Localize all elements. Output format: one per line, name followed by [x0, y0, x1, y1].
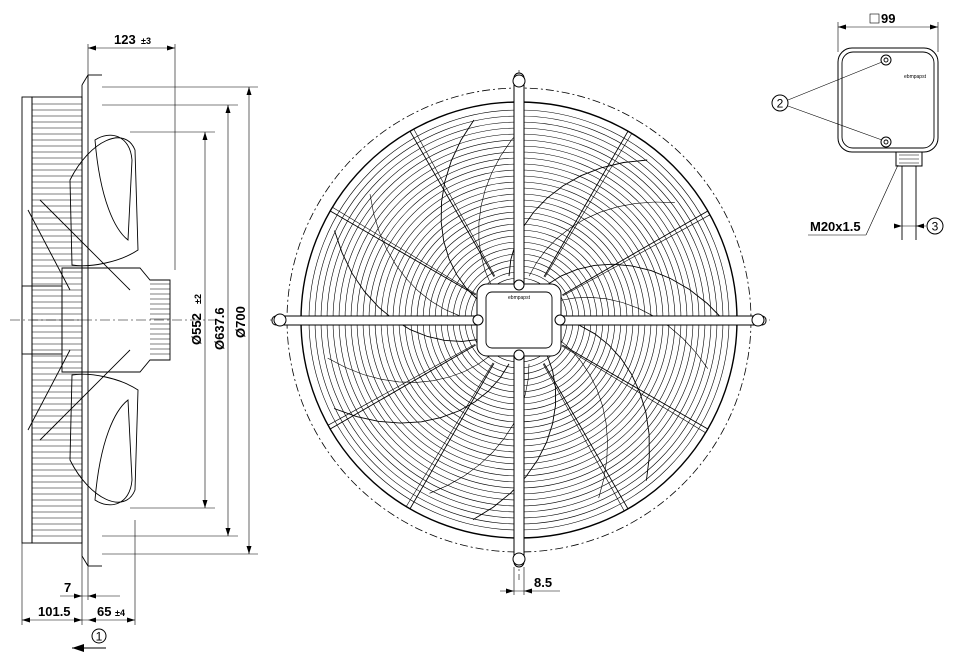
- hub-logo: ebmpapst: [508, 295, 531, 301]
- hub-screw-top: [513, 279, 525, 291]
- hub-screw-right: [554, 314, 566, 326]
- guard-spoke: [329, 344, 476, 430]
- guard-spoke: [562, 210, 709, 296]
- blade-edge: [440, 119, 479, 301]
- dim-637: Ø637.6: [212, 307, 227, 350]
- mount-hole-right: [751, 313, 765, 327]
- blade-edge: [563, 319, 650, 481]
- motor-fins: [150, 283, 170, 355]
- mount-hole-left: [273, 313, 287, 327]
- callout-3-circle: [926, 217, 944, 235]
- mount-hole-bottom: [512, 552, 526, 566]
- blade-lower: [69, 373, 139, 503]
- callout-3: 3: [932, 220, 939, 234]
- blade-edge: [333, 363, 510, 424]
- blade-trailing-edge: [559, 296, 709, 369]
- side-view: 123 ±3 Ø552 ±2 Ø637.6 Ø700 7: [10, 32, 258, 652]
- front-view: ebmpapst 8.5: [270, 70, 770, 595]
- dim-552: Ø552: [189, 313, 204, 345]
- guard-spoke: [409, 130, 495, 277]
- box-screw-bottom: [880, 136, 892, 148]
- blade-trailing-edge: [478, 124, 525, 285]
- blade-trailing-edge: [369, 194, 475, 321]
- box-logo: ebmpapst: [904, 74, 927, 80]
- blade-trailing-edge: [528, 201, 675, 277]
- dim-8-5: 8.5: [534, 575, 552, 590]
- dim-65-tol: ±4: [115, 608, 125, 618]
- gland-label: M20x1.5: [810, 219, 861, 234]
- callout-1-circle: [91, 628, 107, 644]
- guard-spoke: [562, 344, 709, 430]
- guard-spoke-edge: [544, 133, 633, 278]
- guard-spoke-edge: [562, 214, 711, 297]
- guard-ribs: [32, 103, 82, 537]
- guard-spoke-edge: [332, 206, 477, 295]
- callout-2-circle: [771, 94, 789, 112]
- guard-spoke-edge: [413, 128, 496, 277]
- blade-trailing-edge: [559, 339, 608, 499]
- guard-spoke-edge: [561, 345, 706, 434]
- guard-spoke-edge: [405, 362, 494, 507]
- blade-upper-inner: [94, 134, 133, 241]
- dim-700: Ø700: [233, 306, 248, 338]
- dim-123-tol: ±3: [141, 36, 151, 46]
- blade-trailing-edge: [327, 354, 492, 383]
- blade-edge: [546, 263, 725, 321]
- terminal-box-view: 99 ebmpapst 2 3 M20x1.5: [771, 11, 944, 240]
- guard-spoke: [543, 363, 629, 510]
- dim-99: 99: [881, 11, 895, 26]
- box-screw-top: [880, 54, 892, 66]
- callout-1: 1: [96, 630, 103, 644]
- motor-rotor: [61, 267, 171, 373]
- guard-spoke-edge: [542, 363, 625, 512]
- dim-101: 101.5: [38, 604, 71, 619]
- guard-spoke: [329, 210, 476, 296]
- callout-2: 2: [777, 97, 784, 111]
- dim-552-tol: ±2: [193, 294, 203, 304]
- dim-7: 7: [64, 580, 71, 595]
- blade-trailing-edge: [429, 363, 530, 494]
- guard-spoke: [409, 363, 495, 510]
- guard-spoke: [543, 130, 629, 277]
- blade-lower-inner: [94, 399, 133, 506]
- guard-spokes: [327, 128, 711, 512]
- blade-upper: [69, 137, 139, 267]
- hub-screw-left: [472, 314, 484, 326]
- terminal-box: [837, 47, 939, 153]
- mount-hole-top: [512, 74, 526, 88]
- square-symbol: [869, 13, 880, 24]
- dim-65: 65: [97, 604, 111, 619]
- hub-screw-bottom: [513, 349, 525, 361]
- guard-spoke-edge: [327, 343, 476, 426]
- dim-123: 123: [114, 32, 136, 47]
